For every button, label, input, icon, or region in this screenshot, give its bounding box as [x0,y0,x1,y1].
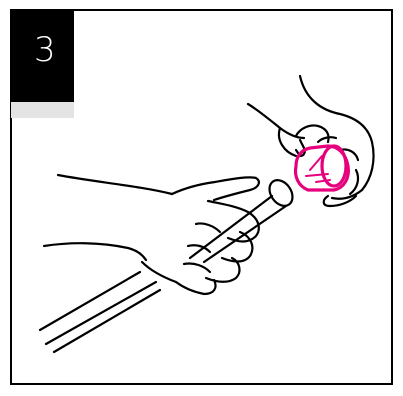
step-badge-shadow [11,102,74,118]
left-hand [42,173,260,296]
step-number-badge: 3 [11,10,74,102]
tube-rod [38,179,294,354]
magenta-cap [293,144,350,192]
right-hand [246,74,375,208]
panel-frame [10,9,393,385]
